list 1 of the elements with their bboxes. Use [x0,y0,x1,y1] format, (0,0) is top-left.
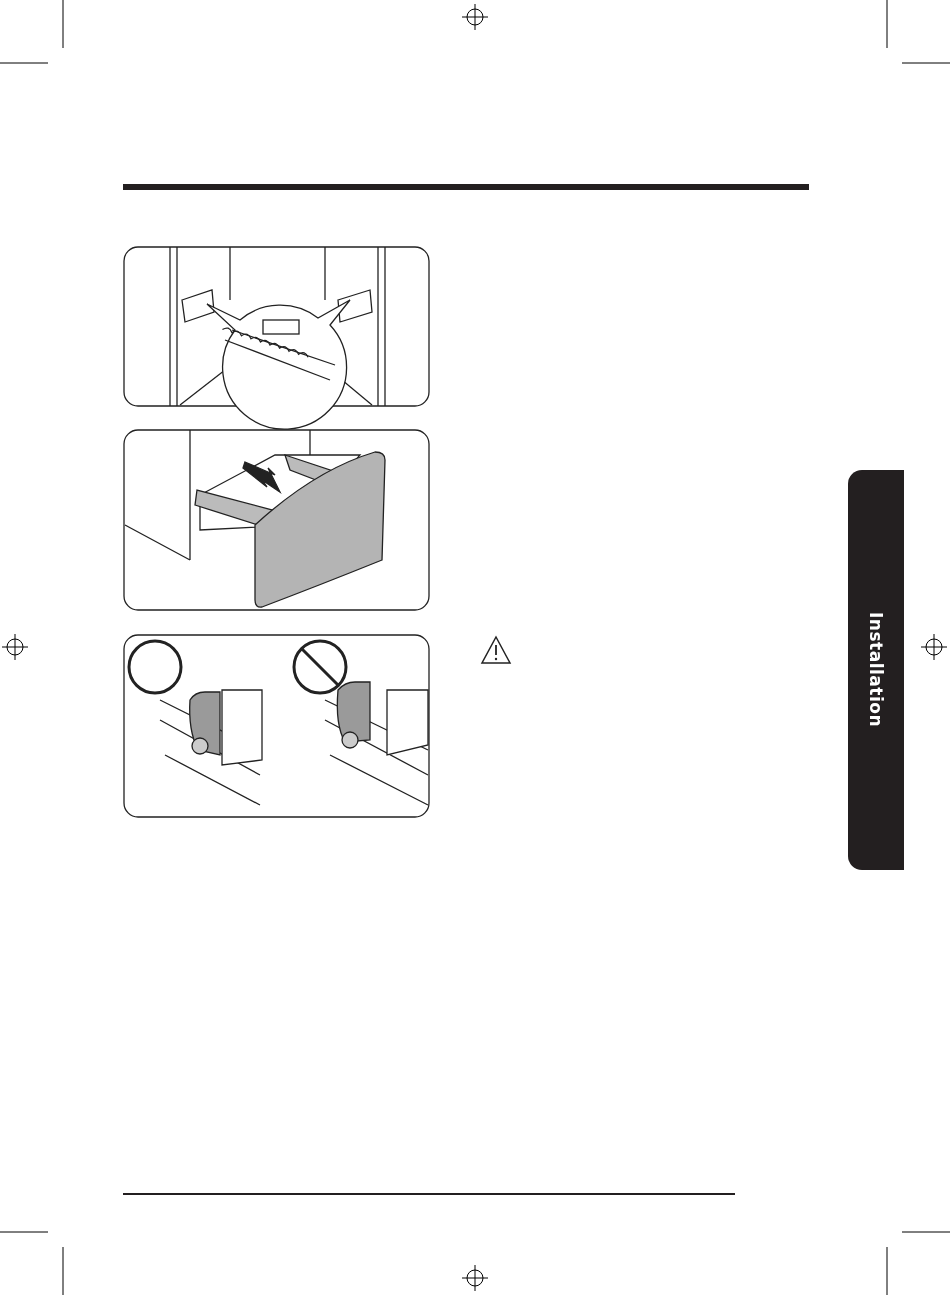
section-tab-label: Installation [866,612,886,728]
